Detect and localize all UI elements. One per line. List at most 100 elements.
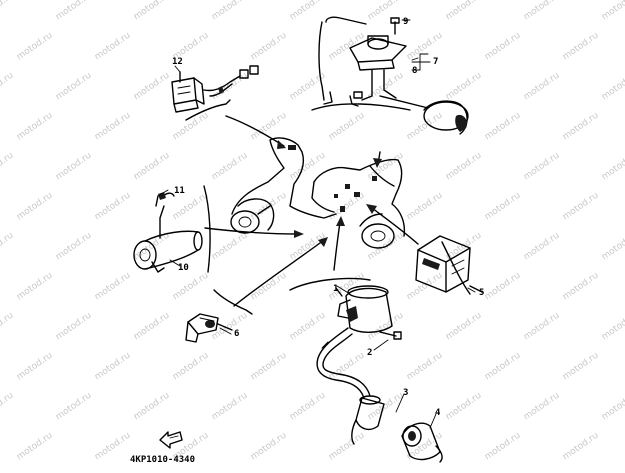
watermark-text: motod.ru	[561, 31, 601, 63]
part-code: 4KP1010-4340	[130, 455, 195, 465]
watermark-text: motod.ru	[327, 191, 367, 223]
watermark-text: motod.ru	[444, 391, 484, 423]
watermark-text: motod.ru	[210, 151, 250, 183]
watermark-text: motod.ru	[483, 191, 523, 223]
watermark-text: motod.ru	[93, 191, 133, 223]
watermark-text: motod.ru	[561, 431, 601, 463]
scooter-outline	[230, 137, 406, 249]
callout-10: 10	[178, 263, 189, 273]
watermark-text: motod.ru	[15, 271, 55, 303]
watermark-text: motod.ru	[93, 111, 133, 143]
watermark-text: motod.ru	[600, 391, 625, 423]
watermark-text: motod.ru	[561, 191, 601, 223]
watermark-text: motod.ru	[600, 0, 625, 22]
watermark-text: motod.ru	[171, 271, 211, 303]
watermark-text: motod.ru	[522, 391, 562, 423]
watermark-text: motod.ru	[561, 271, 601, 303]
watermark-text: motod.ru	[0, 311, 16, 343]
watermark-text: motod.ru	[0, 231, 16, 263]
callout-1: 1	[333, 284, 338, 294]
callout-5: 5	[479, 288, 484, 298]
callout-6: 6	[234, 329, 239, 339]
watermark-text: motod.ru	[522, 231, 562, 263]
watermark-text: motod.ru	[210, 0, 250, 22]
watermark-text: motod.ru	[15, 351, 55, 383]
part-ignition-coil-1-4	[316, 285, 443, 463]
watermark-text: motod.ru	[171, 111, 211, 143]
watermark-text: motod.ru	[405, 31, 445, 63]
watermark-text: motod.ru	[522, 71, 562, 103]
watermark-text: motod.ru	[288, 0, 328, 22]
watermark-text: motod.ru	[15, 31, 55, 63]
callout-7: 7	[433, 57, 438, 67]
watermark-text: motod.ru	[405, 351, 445, 383]
watermark-text: motod.ru	[366, 151, 406, 183]
watermark-text: motod.ru	[15, 431, 55, 463]
part-relay-12	[171, 65, 259, 113]
part-fuel-sender-7-8-9	[318, 16, 469, 135]
watermark-text: motod.ru	[327, 351, 367, 383]
part-cdi-unit-5	[415, 235, 483, 293]
watermark-text: motod.ru	[483, 431, 523, 463]
watermark-text: motod.ru	[0, 71, 16, 103]
watermark-text: motod.ru	[600, 151, 625, 183]
watermark-text: motod.ru	[0, 151, 16, 183]
watermark-text: motod.ru	[132, 0, 172, 22]
watermark-text: motod.ru	[132, 231, 172, 263]
callout-4: 4	[435, 408, 441, 418]
watermark-text: motod.ru	[15, 191, 55, 223]
watermark-text: motod.ru	[366, 391, 406, 423]
watermark-text: motod.ru	[405, 111, 445, 143]
watermark-text: motod.ru	[561, 111, 601, 143]
watermark-text: motod.ru	[54, 311, 94, 343]
watermark-text: motod.ru	[522, 151, 562, 183]
watermark-text: motod.ru	[522, 311, 562, 343]
part-sensor-6	[185, 313, 233, 343]
watermark-text: motod.ru	[288, 311, 328, 343]
pointer-arrows	[204, 115, 419, 307]
watermark-text: motod.ru	[249, 31, 289, 63]
watermark-text: motod.ru	[444, 0, 484, 22]
watermark-text: motod.ru	[405, 271, 445, 303]
watermark-text: motod.ru	[0, 391, 16, 423]
watermark-text: motod.ru	[327, 111, 367, 143]
watermark-text: motod.ru	[132, 391, 172, 423]
watermark-text: motod.ru	[483, 271, 523, 303]
watermark-text: motod.ru	[210, 231, 250, 263]
watermark-layer: motod.ru motod.ru motod.ru motod.ru motod.ru…	[0, 0, 625, 462]
watermark-text: motod.ru	[249, 351, 289, 383]
watermark-text: motod.ru	[54, 231, 94, 263]
watermark-text: motod.ru	[171, 351, 211, 383]
watermark-text: motod.ru	[93, 31, 133, 63]
watermark-text: motod.ru	[483, 31, 523, 63]
watermark-text: motod.ru	[288, 151, 328, 183]
watermark-text: motod.ru	[522, 0, 562, 22]
front-arrow-icon	[159, 431, 183, 449]
callout-9: 9	[403, 17, 408, 27]
watermark-text: motod.ru	[444, 311, 484, 343]
watermark-text: motod.ru	[327, 431, 367, 463]
watermark-text: motod.ru	[54, 71, 94, 103]
watermark-text: motod.ru	[132, 71, 172, 103]
watermark-text: motod.ru	[405, 191, 445, 223]
watermark-text: motod.ru	[483, 351, 523, 383]
callout-2: 2	[367, 348, 372, 358]
watermark-text: motod.ru	[54, 0, 94, 22]
watermark-text: motod.ru	[15, 111, 55, 143]
watermark-text: motod.ru	[561, 351, 601, 383]
watermark-text: motod.ru	[444, 151, 484, 183]
watermark-text: motod.ru	[54, 391, 94, 423]
group-brackets	[185, 99, 471, 315]
watermark-text: motod.ru	[600, 311, 625, 343]
watermark-text: motod.ru	[249, 431, 289, 463]
watermark-text: motod.ru	[210, 391, 250, 423]
watermark-text: motod.ru	[366, 311, 406, 343]
watermark-text: motod.ru	[93, 271, 133, 303]
callout-11: 11	[174, 186, 185, 196]
watermark-text: motod.ru	[0, 0, 16, 22]
watermark-text: motod.ru	[93, 431, 133, 463]
watermark-text: motod.ru	[54, 151, 94, 183]
part-horn-10-11	[133, 192, 203, 273]
